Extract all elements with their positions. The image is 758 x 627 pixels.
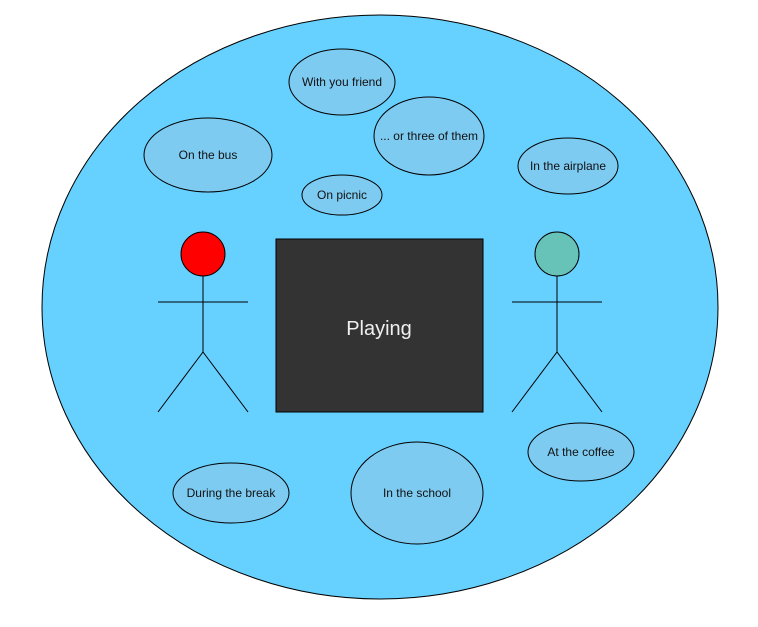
bubble-label: In the airplane (530, 159, 606, 173)
bubble-label: During the break (187, 486, 277, 500)
bubble-label: On the bus (179, 148, 238, 162)
playing-box[interactable]: Playing (275, 238, 484, 413)
bubble-label: On picnic (317, 188, 367, 202)
bubble-label: In the school (383, 486, 451, 500)
bubble-in-airplane[interactable]: In the airplane (517, 137, 619, 195)
bubble-on-bus[interactable]: On the bus (143, 117, 273, 193)
actor-right-head (534, 231, 580, 277)
bubble-on-picnic[interactable]: On picnic (301, 174, 383, 216)
actor-right[interactable] (511, 231, 603, 413)
bubble-in-school[interactable]: In the school (350, 441, 484, 545)
actor-left-head (180, 231, 226, 277)
bubble-label: ... or three of them (380, 129, 478, 143)
bubble-at-coffee[interactable]: At the coffee (527, 422, 635, 482)
bubble-label: At the coffee (547, 445, 614, 459)
playing-label: Playing (346, 318, 412, 340)
bubble-label: With you friend (302, 75, 382, 89)
actor-left[interactable] (157, 231, 249, 413)
bubble-three-of-them[interactable]: ... or three of them (373, 96, 485, 176)
bubble-during-break[interactable]: During the break (172, 462, 290, 524)
bubble-with-friend[interactable]: With you friend (288, 48, 396, 116)
